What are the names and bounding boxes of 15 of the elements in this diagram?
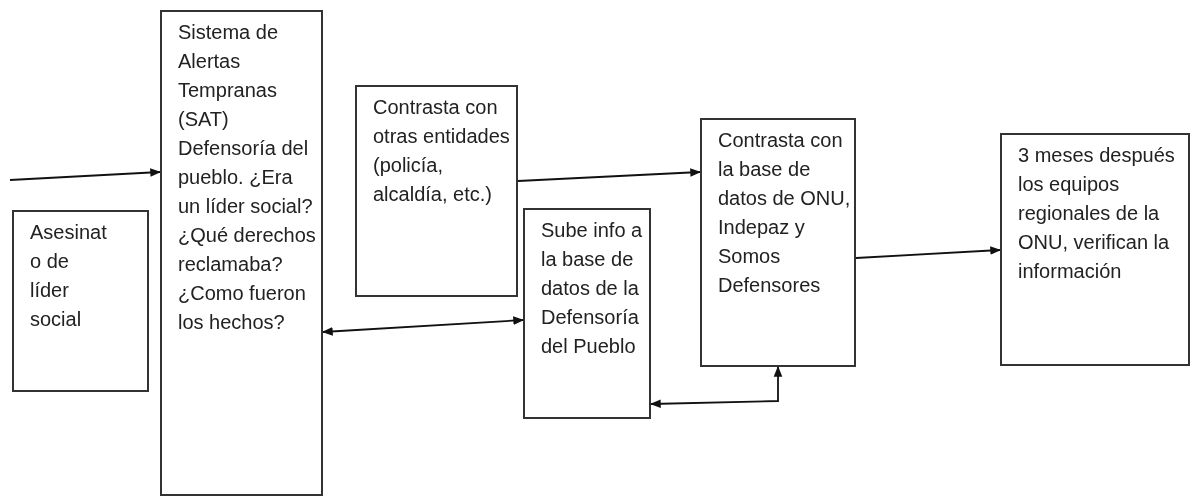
box-text: 3 meses después los equipos regionales de la ONU, verifican la información bbox=[1018, 143, 1176, 284]
arrow bbox=[855, 246, 1002, 259]
process-box bbox=[523, 208, 651, 419]
process-box bbox=[700, 118, 856, 367]
arrow bbox=[517, 168, 702, 182]
process-box bbox=[1000, 133, 1190, 366]
arrow bbox=[9, 168, 162, 181]
box-text: Contrasta con otras entidades (policía, alcaldía, etc.) bbox=[373, 95, 511, 207]
process-box bbox=[160, 10, 323, 496]
box-text: Contrasta con la base de datos de ONU, Indepaz y Somos Defensores bbox=[718, 128, 852, 298]
process-box bbox=[355, 85, 518, 297]
box-text: Asesinato de líder social bbox=[30, 220, 108, 332]
process-box bbox=[12, 210, 149, 392]
box-text: Sistema de Alertas Tempranas (SAT) Defensoría del pueblo. ¿Era un líder social? ¿Qué derechos reclamaba? ¿Como fueron los hechos? bbox=[178, 20, 317, 335]
box-text: Sube info a la base de datos de la Defensoría del Pueblo bbox=[541, 218, 644, 359]
